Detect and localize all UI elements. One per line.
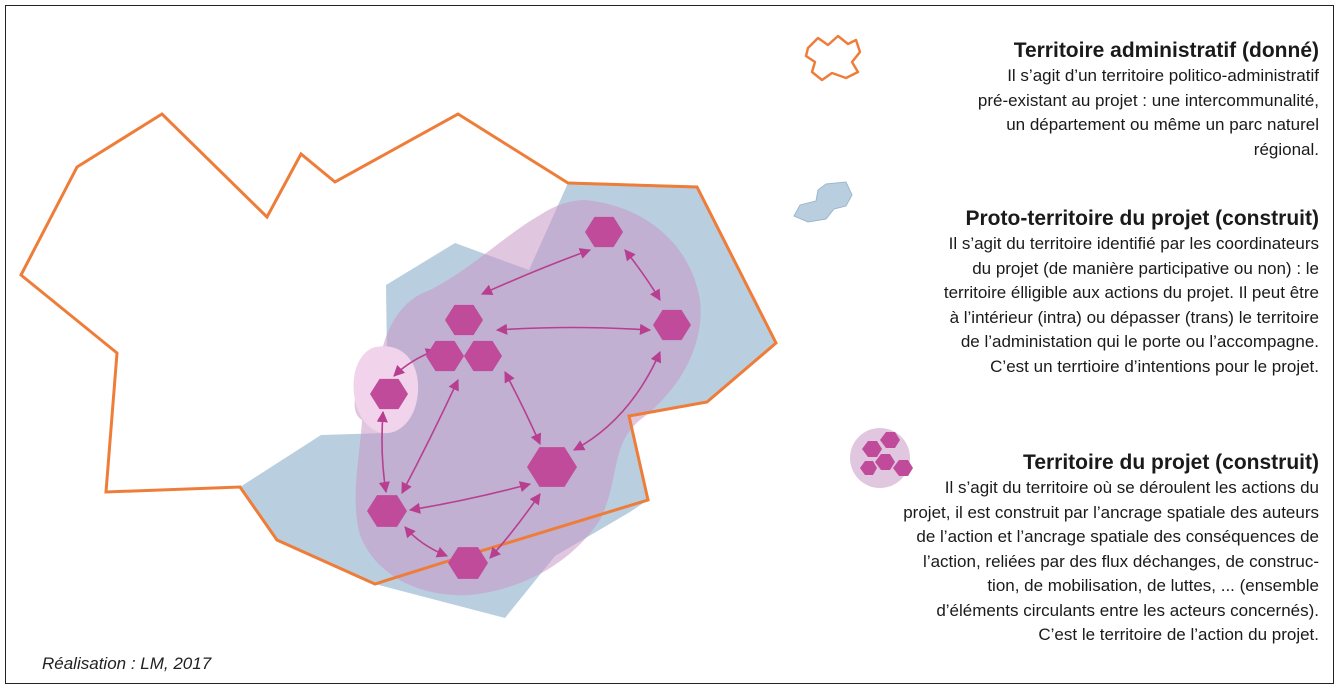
- legend-proto-title: Proto-territoire du projet (construit): [965, 207, 1320, 230]
- legend-line: pré-existant au projet : une intercommun…: [977, 90, 1319, 110]
- legend-project: Territoire du projet (construit) Il s’ag…: [903, 450, 1319, 648]
- actor-hexagon: [527, 447, 577, 487]
- legend-line: tion, de mobilisation, de luttes, ... (e…: [987, 576, 1319, 595]
- legend-project-text: Il s’agit du territoire où se déroulent …: [903, 476, 1319, 648]
- flow-arrow: [376, 410, 390, 494]
- actor-hexagon: [653, 309, 691, 341]
- legend-line: Il s’agit du territoire où se déroulent …: [944, 478, 1319, 497]
- legend-line: de l’administation qui le porte ou l’acc…: [960, 332, 1319, 351]
- legend-administrative-title: Territoire administratif (donné): [1013, 39, 1319, 62]
- actor-hexagon: [367, 495, 407, 527]
- legend-line: projet, il est construit par l’ancrage s…: [903, 502, 1319, 522]
- flow-arrow: [404, 526, 449, 558]
- legend-proto-text: Il s’agit du territoire identifié par le…: [944, 232, 1319, 379]
- flow-arrow: [489, 493, 541, 559]
- legend-line: Il s’agit du territoire identifié par le…: [948, 234, 1319, 253]
- legend-line: à l’intérieur (intra) ou dépasser (trans…: [949, 307, 1319, 327]
- legend-line: du projet (de manière participative ou n…: [972, 258, 1319, 278]
- legend-line: C’est le territoire de l’action du proje…: [1038, 625, 1319, 644]
- actor-hexagon: [370, 378, 408, 410]
- flow-arrow: [504, 371, 542, 446]
- legend-administrative-text: Il s’agit d’un territoire politico-admin…: [978, 64, 1319, 162]
- legend-line: Il s’agit d’un territoire politico-admin…: [1007, 66, 1319, 85]
- actor-hexagon: [464, 340, 502, 372]
- legend-line: l’action, reliées par des flux déchanges…: [923, 551, 1319, 571]
- legend-line: régional.: [1253, 139, 1319, 159]
- actor-hexagon: [448, 547, 488, 579]
- flow-arrow: [401, 378, 459, 494]
- legend-project-title: Territoire du projet (construit): [1023, 451, 1319, 474]
- flow-arrow: [495, 323, 652, 335]
- actor-hexagons: [367, 216, 691, 579]
- legend-line: territoire élligible aux actions du proj…: [943, 283, 1319, 302]
- legend-line: C’est un terrtioire d’intentions pour le…: [990, 356, 1319, 376]
- flow-arrow: [480, 248, 592, 295]
- legend-administrative: Territoire administratif (donné) Il s’ag…: [978, 38, 1319, 162]
- admin-territory-icon: [804, 34, 862, 82]
- flow-arrow: [624, 249, 661, 301]
- legend-proto: Proto-territoire du projet (construit) I…: [944, 206, 1319, 379]
- actor-hexagon: [445, 304, 483, 336]
- admin-territory-outline: [19, 112, 778, 586]
- flow-arrow: [408, 481, 532, 514]
- credit-text: Réalisation : LM, 2017: [42, 654, 212, 673]
- actor-hexagon: [426, 340, 464, 372]
- legend-line: d’éléments circulants entre les acteurs …: [936, 600, 1319, 620]
- project-territory-icon: [850, 428, 913, 488]
- flow-arrow: [573, 350, 662, 451]
- legend-line: un département ou même un parc naturel: [1006, 115, 1319, 134]
- legend-line: de l’action et l’ancrage spatiale des co…: [916, 527, 1319, 546]
- actor-hexagon: [585, 216, 623, 248]
- proto-territory-icon: [793, 181, 853, 223]
